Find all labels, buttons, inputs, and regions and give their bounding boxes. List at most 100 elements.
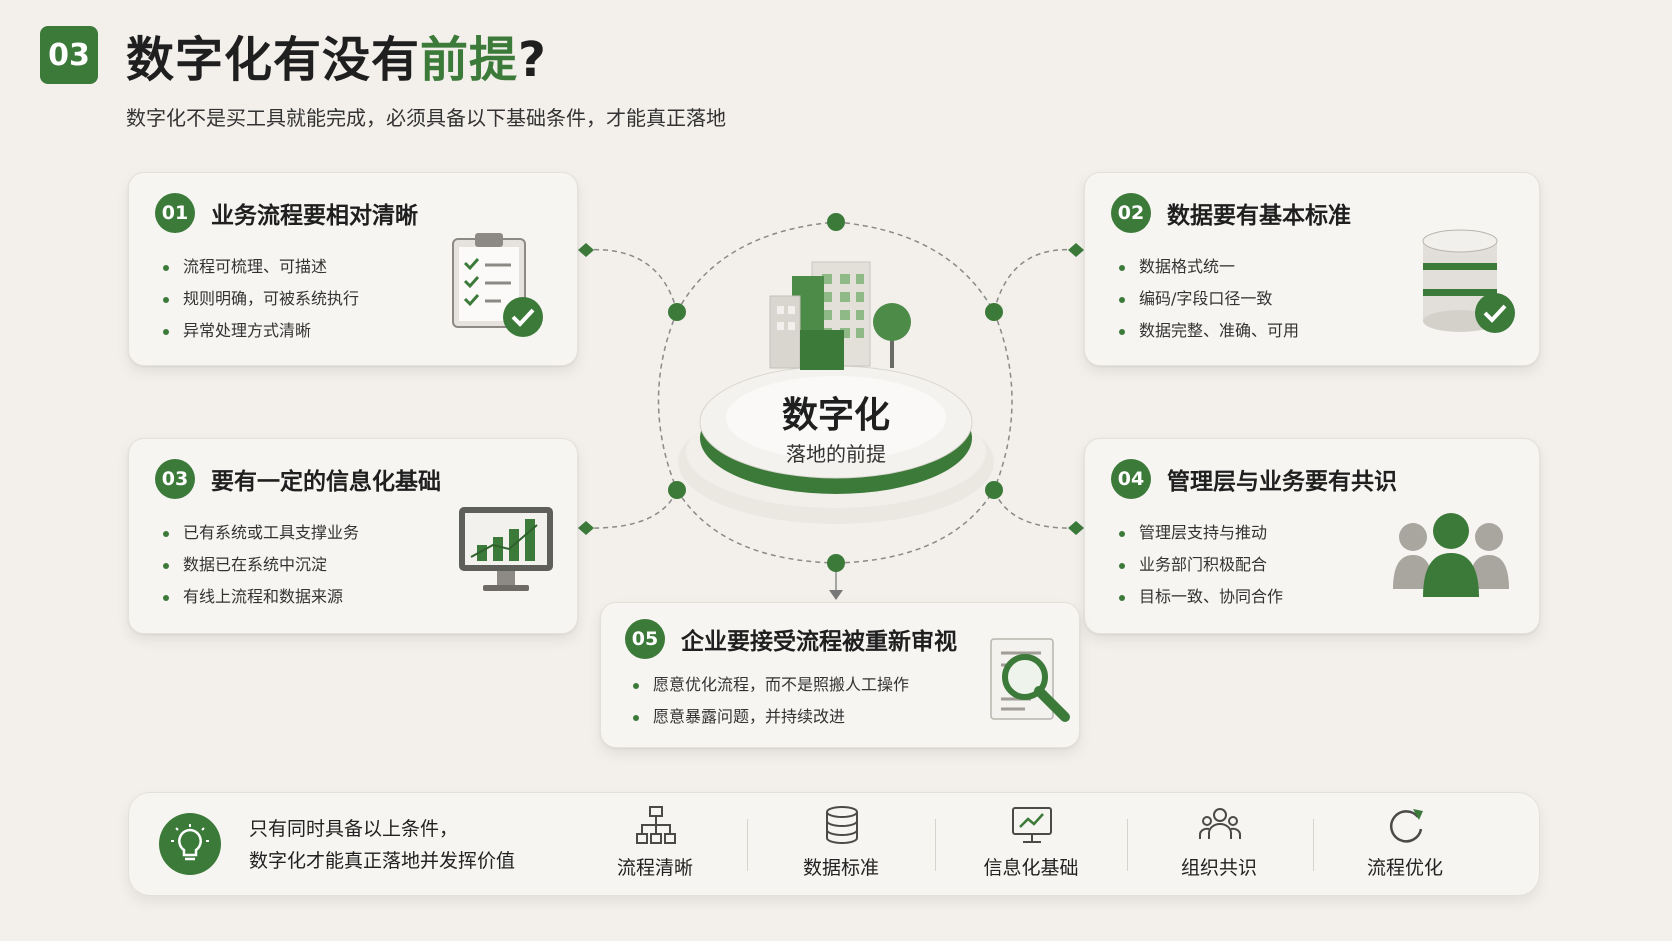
node-dot bbox=[985, 481, 1003, 499]
bullet-item: 目标一致、协同合作 bbox=[1119, 581, 1283, 613]
summary-line-2: 数字化才能真正落地并发挥价值 bbox=[249, 850, 516, 872]
card-header: 05 企业要接受流程被重新审视 bbox=[625, 619, 957, 659]
connector-diamond bbox=[1068, 521, 1084, 535]
arc-top-left bbox=[676, 221, 837, 313]
card-title: 企业要接受流程被重新审视 bbox=[681, 629, 957, 655]
summary-message: 只有同时具备以上条件， 数字化才能真正落地并发挥价值 bbox=[249, 813, 515, 877]
clipboard-check-icon bbox=[452, 233, 543, 337]
lightbulb-badge bbox=[159, 813, 221, 875]
people-icon bbox=[1199, 808, 1241, 839]
summary-item-process: 流程清晰 bbox=[585, 803, 725, 887]
card-bullets: 管理层支持与推动 业务部门积极配合 目标一致、协同合作 bbox=[1119, 517, 1283, 613]
arc-bottom-right bbox=[835, 489, 995, 564]
flowchart-icon bbox=[636, 806, 676, 844]
arrow-down-icon bbox=[829, 590, 843, 600]
summary-item-label: 数据标准 bbox=[802, 857, 879, 879]
bullet-item: 业务部门积极配合 bbox=[1119, 549, 1283, 581]
bullet-item: 流程可梳理、可描述 bbox=[163, 251, 359, 283]
team-people-icon bbox=[1393, 513, 1509, 597]
connector-card-02 bbox=[993, 248, 1077, 313]
divider bbox=[1127, 819, 1128, 871]
card-bullets: 流程可梳理、可描述 规则明确，可被系统执行 异常处理方式清晰 bbox=[163, 251, 359, 347]
bullet-item: 数据格式统一 bbox=[1119, 251, 1299, 283]
card-bullets: 愿意优化流程，而不是照搬人工操作 愿意暴露问题，并持续改进 bbox=[633, 669, 909, 733]
card-04-management-consensus: 04 管理层与业务要有共识 管理层支持与推动 业务部门积极配合 目标一致、协同合… bbox=[1084, 438, 1540, 634]
summary-item-label: 流程清晰 bbox=[616, 857, 693, 879]
bullet-item: 数据完整、准确、可用 bbox=[1119, 315, 1299, 347]
summary-item-label: 流程优化 bbox=[1366, 857, 1443, 879]
arc-left bbox=[657, 311, 678, 491]
monitor-chart-icon bbox=[459, 507, 553, 591]
card-title: 要有一定的信息化基础 bbox=[211, 469, 441, 495]
divider bbox=[935, 819, 936, 871]
section-number: 03 bbox=[48, 37, 90, 73]
node-dot bbox=[668, 481, 686, 499]
database-icon bbox=[826, 806, 858, 844]
arc-right bbox=[993, 311, 1013, 491]
card-number: 03 bbox=[155, 459, 195, 499]
database-check-icon bbox=[1422, 229, 1515, 333]
document-magnifier-icon bbox=[990, 638, 1070, 722]
node-dot bbox=[985, 303, 1003, 321]
summary-item-data: 数据标准 bbox=[771, 803, 911, 887]
card-bullets: 数据格式统一 编码/字段口径一致 数据完整、准确、可用 bbox=[1119, 251, 1299, 347]
summary-item-it: 信息化基础 bbox=[961, 803, 1101, 887]
card-header: 02 数据要有基本标准 bbox=[1111, 193, 1351, 233]
bullet-item: 数据已在系统中沉淀 bbox=[163, 549, 359, 581]
divider bbox=[747, 819, 748, 871]
card-number: 01 bbox=[155, 193, 195, 233]
bullet-item: 异常处理方式清晰 bbox=[163, 315, 359, 347]
card-title: 数据要有基本标准 bbox=[1167, 203, 1351, 229]
card-02-data-standards: 02 数据要有基本标准 数据格式统一 编码/字段口径一致 数据完整、准确、可用 bbox=[1084, 172, 1540, 366]
title-tail: ? bbox=[518, 32, 547, 88]
page-subtitle: 数字化不是买工具就能完成，必须具备以下基础条件，才能真正落地 bbox=[126, 106, 726, 130]
node-dot bbox=[827, 554, 845, 572]
card-number: 05 bbox=[625, 619, 665, 659]
card-number: 02 bbox=[1111, 193, 1151, 233]
connector-card-04 bbox=[993, 489, 1077, 529]
bullet-item: 愿意优化流程，而不是照搬人工操作 bbox=[633, 669, 909, 701]
connector-diamond bbox=[578, 243, 594, 257]
divider bbox=[1313, 819, 1314, 871]
connector-diamond bbox=[578, 521, 594, 535]
card-header: 01 业务流程要相对清晰 bbox=[155, 193, 418, 233]
summary-bar: 只有同时具备以上条件， 数字化才能真正落地并发挥价值 流程清晰 数据标准 信息化… bbox=[128, 792, 1540, 896]
summary-item-label: 信息化基础 bbox=[983, 857, 1079, 879]
refresh-cycle-icon bbox=[1390, 809, 1423, 843]
card-header: 03 要有一定的信息化基础 bbox=[155, 459, 441, 499]
monitor-icon bbox=[1012, 807, 1052, 843]
bullet-item: 有线上流程和数据来源 bbox=[163, 581, 359, 613]
podium-graphic bbox=[678, 365, 994, 524]
arc-bottom-left bbox=[676, 489, 837, 564]
arc-top-right bbox=[835, 221, 995, 313]
city-buildings-icon bbox=[769, 261, 911, 370]
card-05-process-review: 05 企业要接受流程被重新审视 愿意优化流程，而不是照搬人工操作 愿意暴露问题，… bbox=[600, 602, 1080, 748]
summary-item-org: 组织共识 bbox=[1149, 803, 1289, 887]
card-03-it-foundation: 03 要有一定的信息化基础 已有系统或工具支撑业务 数据已在系统中沉淀 有线上流… bbox=[128, 438, 578, 634]
card-title: 业务流程要相对清晰 bbox=[211, 203, 418, 229]
summary-item-optimize: 流程优化 bbox=[1335, 803, 1475, 887]
section-number-badge: 03 bbox=[40, 26, 98, 84]
title-highlight: 前提 bbox=[420, 32, 519, 88]
card-bullets: 已有系统或工具支撑业务 数据已在系统中沉淀 有线上流程和数据来源 bbox=[163, 517, 359, 613]
summary-item-label: 组织共识 bbox=[1180, 857, 1257, 879]
hub-subtitle: 落地的前提 bbox=[786, 442, 886, 466]
bullet-item: 已有系统或工具支撑业务 bbox=[163, 517, 359, 549]
bullet-item: 管理层支持与推动 bbox=[1119, 517, 1283, 549]
bullet-item: 愿意暴露问题，并持续改进 bbox=[633, 701, 909, 733]
title-main: 数字化有没有 bbox=[126, 32, 421, 88]
hub-title: 数字化 bbox=[781, 395, 890, 436]
summary-line-1: 只有同时具备以上条件， bbox=[249, 818, 459, 840]
connector-card-01 bbox=[584, 248, 678, 313]
card-title: 管理层与业务要有共识 bbox=[1167, 469, 1397, 495]
lightbulb-icon bbox=[171, 824, 209, 861]
card-01-business-process: 01 业务流程要相对清晰 流程可梳理、可描述 规则明确，可被系统执行 异常处理方… bbox=[128, 172, 578, 366]
bullet-item: 规则明确，可被系统执行 bbox=[163, 283, 359, 315]
card-header: 04 管理层与业务要有共识 bbox=[1111, 459, 1397, 499]
card-number: 04 bbox=[1111, 459, 1151, 499]
page-title: 数字化有没有前提? bbox=[126, 20, 547, 90]
connector-diamond bbox=[1068, 243, 1084, 257]
connector-card-03 bbox=[584, 489, 678, 529]
